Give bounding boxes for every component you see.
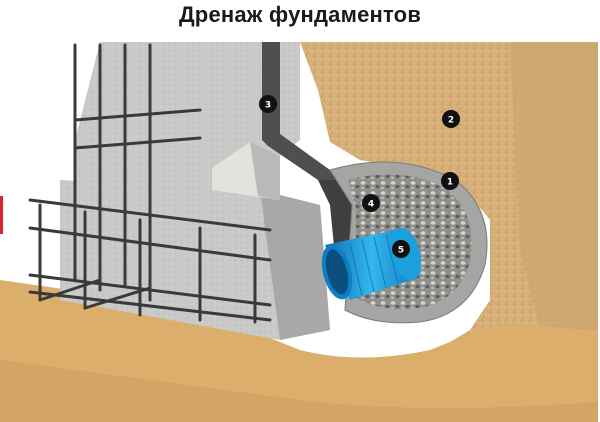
marker-5: 5 (392, 240, 410, 258)
svg-text:4: 4 (368, 200, 374, 210)
marker-3: 3 (259, 95, 277, 113)
diagram-title: Дренаж фундаментов (178, 2, 422, 27)
svg-text:2: 2 (448, 116, 454, 126)
marker-4: 4 (362, 194, 380, 212)
sand-bed-edge (0, 360, 598, 422)
illustration-svg: 1 2 3 4 5 (0, 42, 598, 422)
footing-side-face (260, 190, 330, 340)
soil-face-shadow (510, 42, 598, 422)
waterproofing-membrane (262, 42, 345, 192)
svg-text:3: 3 (265, 101, 271, 111)
marker-2: 2 (442, 110, 460, 128)
marker-1: 1 (441, 172, 459, 190)
foundation-drainage-illustration: 1 2 3 4 5 (0, 30, 600, 422)
rebar-cage (28, 43, 272, 324)
haunch-shadow (250, 142, 280, 200)
soil-backfill (0, 42, 598, 422)
concrete-footing (60, 180, 330, 340)
svg-text:5: 5 (398, 246, 404, 256)
accent-tab (0, 196, 3, 234)
svg-text:1: 1 (447, 178, 453, 188)
